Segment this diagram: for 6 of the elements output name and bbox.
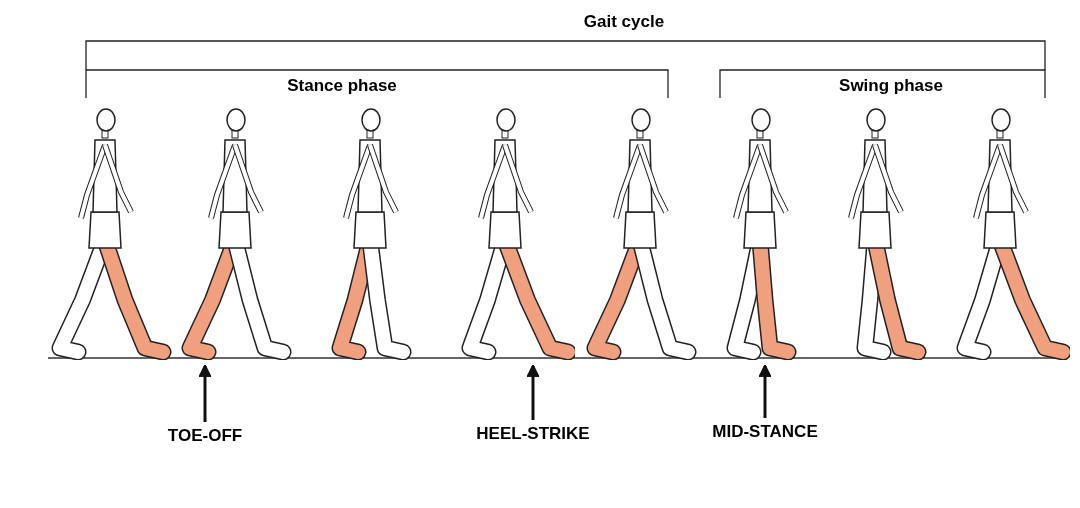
event-label: TOE-OFF [167, 426, 243, 446]
arrow [526, 364, 540, 420]
event-label: HEEL-STRIKE [476, 424, 590, 444]
arrow [198, 364, 212, 422]
event-label: MID-STANCE [712, 422, 818, 442]
arrow [758, 364, 772, 418]
